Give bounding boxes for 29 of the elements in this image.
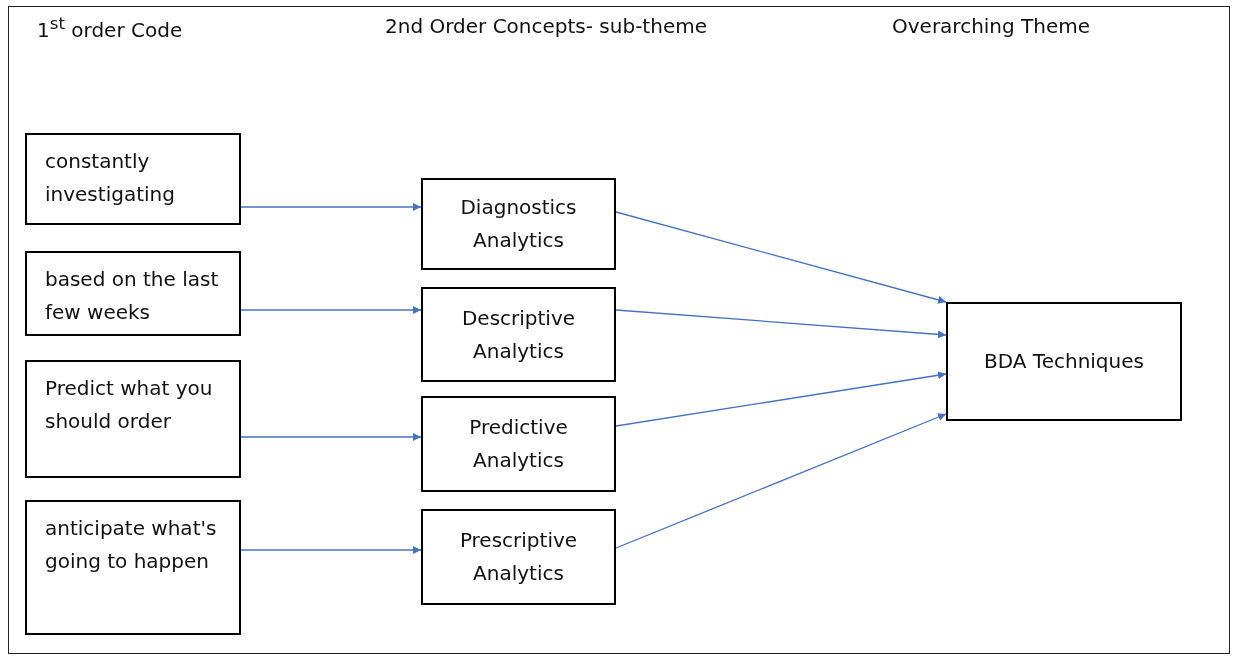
text-box: [25, 500, 241, 635]
text-box: [946, 302, 1182, 421]
node-text: Descriptive Analytics: [460, 304, 577, 365]
node-text: based on the last few weeks: [45, 266, 220, 326]
column-heading: 1$^{st}$ order Code: [37, 14, 183, 42]
arrow: [240, 306, 422, 314]
column-heading: Overarching Theme: [892, 14, 1091, 38]
arrow: [615, 413, 947, 549]
node-text: BDA Techniques: [984, 348, 1144, 375]
column-heading: 2nd Order Concepts- sub-theme: [385, 14, 707, 38]
node-text: anticipate what's going to happen: [45, 515, 218, 575]
node-text: Predictive Analytics: [468, 414, 569, 474]
text-box: [25, 360, 241, 478]
arrow: [240, 433, 422, 441]
arrow: [240, 546, 422, 554]
node-text: constantly investigating: [45, 148, 176, 208]
arrow: [615, 371, 947, 427]
arrow: [615, 309, 947, 339]
text-box: [25, 133, 241, 225]
arrow: [240, 203, 422, 211]
text-box: [25, 251, 241, 336]
text-box: [421, 509, 616, 605]
text-box: [421, 287, 616, 382]
node-text: Diagnostics Analytics: [459, 194, 578, 254]
node-text: Prescriptive Analytics: [458, 527, 579, 587]
arrow: [615, 211, 947, 304]
text-box: [421, 178, 616, 270]
node-text: Predict what you should order: [45, 375, 214, 435]
text-box: [421, 396, 616, 492]
